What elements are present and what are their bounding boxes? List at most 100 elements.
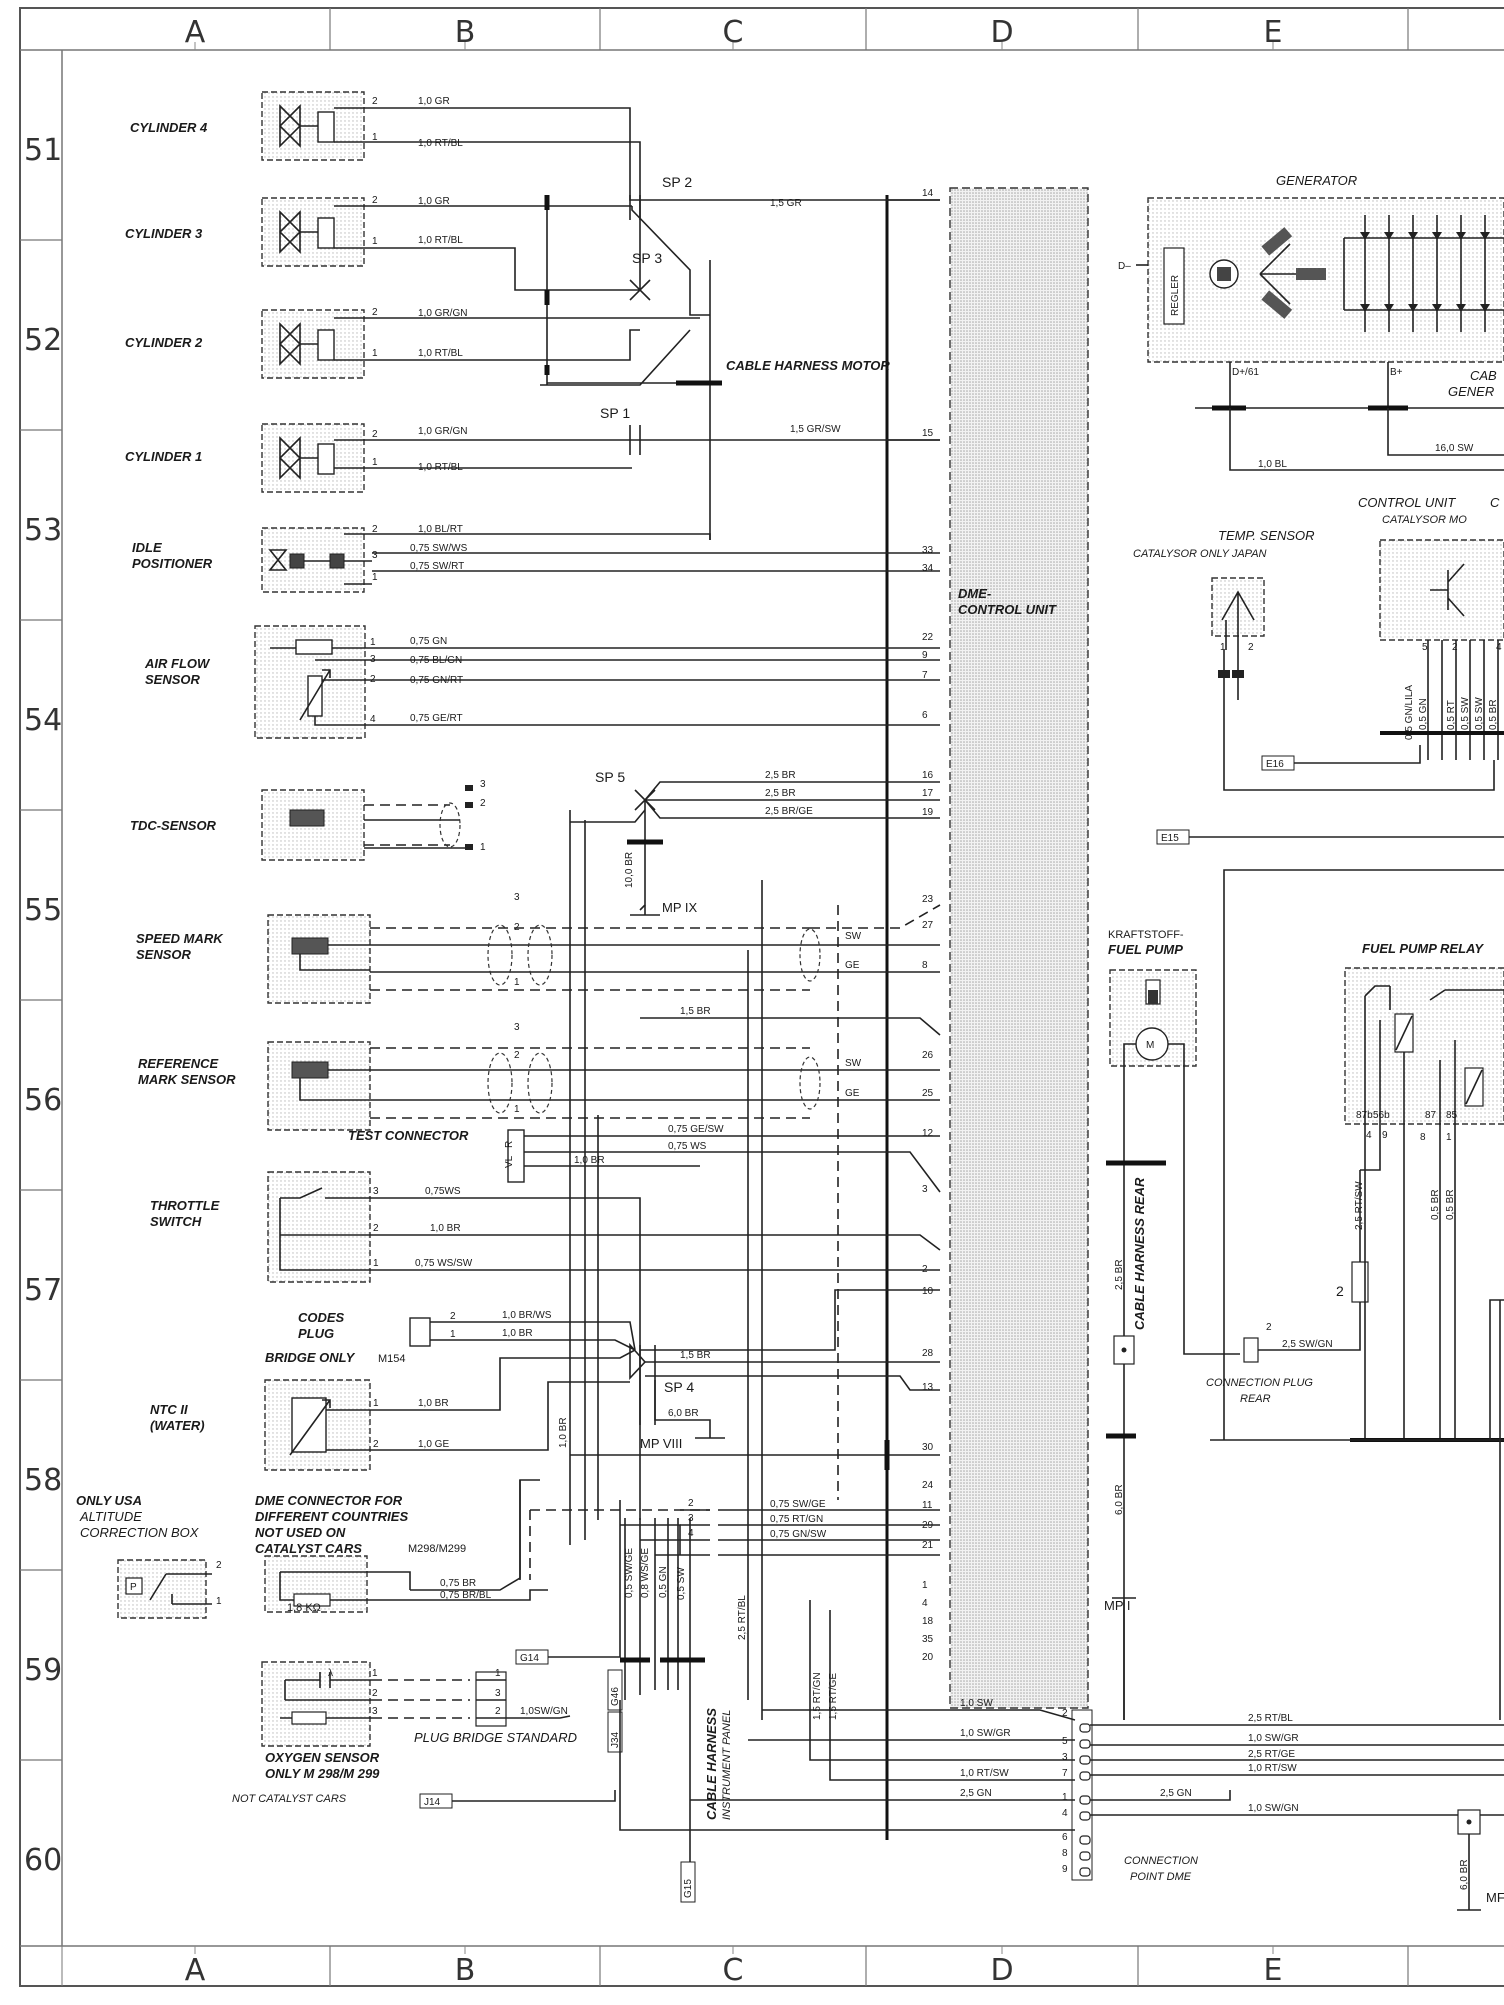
ecu-pin: 3 [922, 1184, 928, 1195]
row-label: 56 [24, 1083, 62, 1118]
col-label: E [1264, 1953, 1283, 1988]
pin-label: 2 [372, 195, 378, 206]
row-label: 57 [24, 1273, 62, 1308]
fuel-pump-label: FUEL PUMP [1108, 942, 1183, 957]
wire-label: 0,5 GN [1418, 698, 1429, 730]
connection-plug-rear: 2,5 SW/GN 2 2 [1243, 1170, 1369, 1363]
connection-point-label: POINT DME [1130, 1871, 1192, 1883]
relay-pin: 87 [1425, 1110, 1437, 1121]
dme-connector-label: DIFFERENT COUNTRIES [255, 1509, 408, 1524]
row-label: 53 [24, 513, 62, 548]
dme-connector-label: DME CONNECTOR FOR [255, 1493, 403, 1508]
wire-label: 0,75WS [425, 1186, 461, 1197]
pin-label: 1 [372, 572, 378, 583]
ecu-pin: 28 [922, 1348, 934, 1359]
air-flow-sensor: 0,75 GN 0,75 BL/GN 0,75 GN/RT 0,75 GE/RT… [254, 625, 940, 739]
ground-mp8: MP VIII [640, 1436, 682, 1451]
wire-label: 0,5 BR [1445, 1189, 1456, 1220]
regler-label: REGLER [1170, 275, 1181, 316]
wire-label: 0,75 WS [668, 1141, 707, 1152]
dme-label: CONTROL UNIT [958, 602, 1057, 617]
pin-label: 2 [480, 798, 486, 809]
pin-label: 1 [373, 1258, 379, 1269]
splice-points: SP 2 SP 3 SP 1 [600, 174, 692, 455]
cab-gen-label: GENER [1448, 384, 1494, 399]
ecu-pin: 27 [922, 920, 934, 931]
pin-label: 2 [372, 524, 378, 535]
cylinder-1-label: CYLINDER 1 [125, 449, 202, 464]
wire-label: 0,75 WS/SW [415, 1258, 473, 1269]
dme-connector-label: NOT USED ON [255, 1525, 346, 1540]
wire-label: 0,75 GN [410, 636, 447, 647]
pin-label: 1 [514, 977, 520, 988]
pin-label: 3 [480, 779, 486, 790]
grid-frame [19, 7, 1504, 1987]
relay-pin: 87b [1356, 1110, 1373, 1121]
ecu-pin: 4 [922, 1598, 928, 1609]
column-labels-top: A B C D E [185, 15, 1283, 50]
pin-label: 6 [1062, 1832, 1068, 1843]
wire-label: 0,75 GE/RT [410, 713, 463, 724]
ecu-pin: 10 [922, 1286, 934, 1297]
wire-label: 0,75 SW/WS [410, 543, 468, 554]
wire-label: 0,75 SW/RT [410, 561, 464, 572]
splice-sp4: SP 4 [664, 1379, 694, 1395]
wire-label: 2,5 BR/GE [765, 806, 813, 817]
ground-mp-e: MF [1486, 1890, 1504, 1905]
idle-label: IDLE [132, 540, 162, 555]
pin-label: 1 [480, 842, 486, 853]
ecu-aux-connector: 0,75 SW/GE 0,75 RT/GN 0,75 GN/SW 2 3 4 0… [530, 1498, 940, 1663]
dme-control-unit: DME- CONTROL UNIT [949, 187, 1089, 1709]
cab-gen-label: CAB [1470, 368, 1497, 383]
pin-label: 2 [372, 96, 378, 107]
row-label: 55 [24, 893, 62, 928]
row-label: 59 [24, 1653, 62, 1688]
throttle-label: THROTTLE [150, 1198, 220, 1213]
generator: REGLER D– D+/61 B+ [1118, 197, 1504, 408]
sp5-group: SP 5 2,5 BR 2,5 BR 2,5 BR/GE 10,0 BR MP … [570, 769, 940, 916]
splice-sp3: SP 3 [632, 250, 662, 266]
harness-ip-label: CABLE HARNESS [704, 1708, 719, 1820]
ref-tag: J34 [610, 1731, 621, 1748]
ecu-pin: 11 [922, 1500, 933, 1511]
wire-label: GE [845, 960, 860, 971]
fuel-pump-relay: 87b 56b 4 9 8 87 85 1 2,5 RT/SW 0,5 BR 0… [1344, 967, 1504, 1442]
ntc-water-sensor: 1,0 BR 1,0 GE 1 2 [264, 1349, 636, 1471]
ref-label: MARK SENSOR [138, 1072, 236, 1087]
pin-label: 1 [1220, 642, 1226, 653]
codes-model: M154 [378, 1353, 406, 1365]
conn-plug-label: REAR [1240, 1393, 1271, 1405]
wire-label: 0,75 BR [440, 1578, 476, 1589]
temp-sensor-label: CATALYSOR ONLY JAPAN [1133, 548, 1267, 560]
ecu-pin: 16 [922, 770, 934, 781]
pin-label: 1 [372, 348, 378, 359]
pin-label: 2 [370, 674, 376, 685]
relay-pin: 8 [1420, 1132, 1426, 1143]
wire-label: 6,0 BR [668, 1408, 699, 1419]
speed-label: SENSOR [136, 947, 192, 962]
wire-label: 1,0 BR/WS [502, 1310, 552, 1321]
wire-label: 0,75 GN/RT [410, 675, 463, 686]
injector-cylinder-3 [261, 197, 372, 267]
test-r: R [504, 1141, 515, 1148]
wire-label: 16,0 SW [1435, 443, 1474, 454]
wire-label: 1,0 BR [558, 1417, 569, 1448]
tdc-label: TDC-SENSOR [130, 818, 217, 833]
wire-label: 2,5 GN [1160, 1788, 1192, 1799]
wire-label: 0,5 GN/LILA [1404, 685, 1415, 740]
pin-label: 2 [372, 429, 378, 440]
wire-label: 1,0 SW [960, 1698, 993, 1709]
col-label: C [723, 1953, 744, 1988]
wire-label: 1,0 RT/SW [1248, 1763, 1297, 1774]
row-labels: 51 52 53 54 55 56 57 58 59 60 [24, 133, 62, 1878]
motor-symbol: M [1146, 1040, 1154, 1051]
ctrl-unit-c-label: C [1490, 495, 1500, 510]
ecu-pin: 6 [922, 710, 928, 721]
wire-label: 1,0 BL [1258, 459, 1287, 470]
ecu-pin: 33 [922, 545, 934, 556]
ctrl-unit-label: CATALYSOR MO [1382, 514, 1467, 526]
wire-label: 1,0 SW/GR [1248, 1733, 1299, 1744]
idle-label: POSITIONER [132, 556, 213, 571]
